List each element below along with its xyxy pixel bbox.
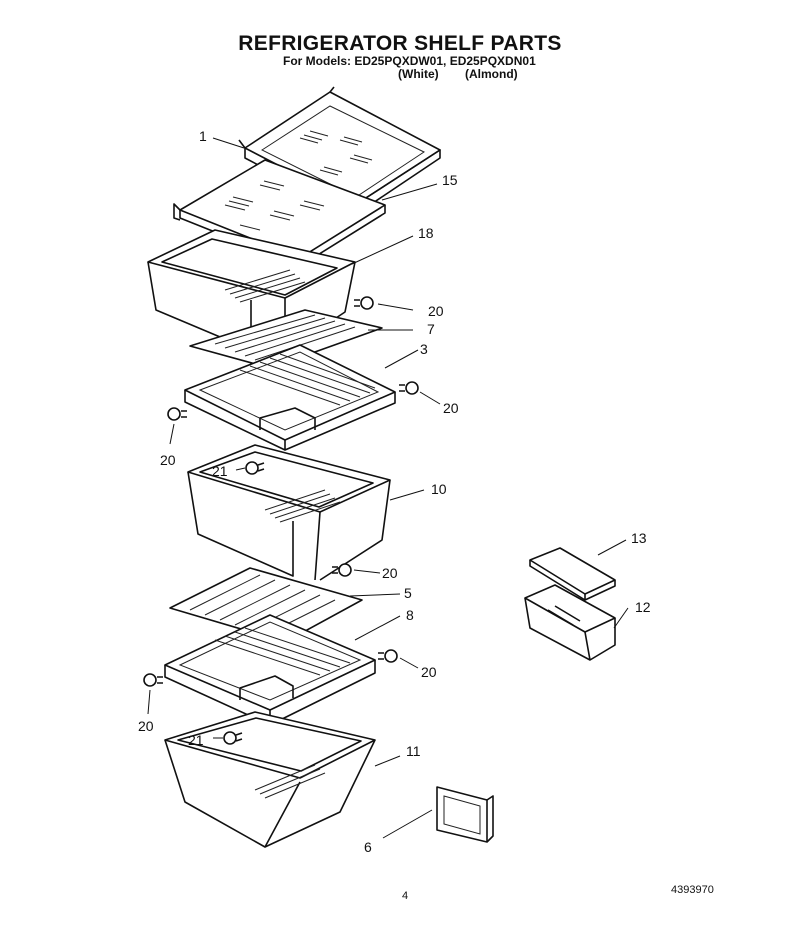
page-title: REFRIGERATOR SHELF PARTS: [238, 32, 562, 55]
callout-labels: 1 15 18 20 7 3 20 20 21 10 13 20 5 12 8 …: [138, 128, 651, 855]
part-3-cover-frame: [184, 344, 396, 459]
part-11-bottom-pan: [164, 711, 376, 848]
callout-1: 1: [199, 128, 207, 144]
callout-13: 13: [631, 530, 647, 546]
leader-lines: [147, 137, 629, 839]
callout-20f: 20: [138, 718, 154, 734]
part-21-clips: [223, 461, 265, 745]
callout-10: 10: [431, 481, 447, 497]
color-almond-label: (Almond): [465, 67, 518, 81]
callout-3: 3: [420, 341, 428, 357]
part-7-glass-insert: [189, 309, 383, 369]
page-number: 4: [402, 890, 409, 902]
models-line: For Models: ED25PQXDW01, ED25PQXDN01: [283, 54, 536, 68]
part-13-bin-lid: [529, 547, 616, 601]
part-6-insert: [436, 786, 494, 843]
callout-20d: 20: [382, 565, 398, 581]
callout-21b: 21: [188, 732, 204, 748]
callout-7: 7: [427, 321, 435, 337]
callout-20a: 20: [428, 303, 444, 319]
callout-20e: 20: [421, 664, 437, 680]
callout-20b: 20: [443, 400, 459, 416]
part-12-small-bin: [524, 584, 616, 661]
part-18-upper-pan: [147, 229, 356, 353]
part-20-clips: [143, 296, 419, 687]
color-white-label: (White): [398, 67, 439, 81]
callout-11: 11: [406, 743, 421, 759]
callout-21a: 21: [212, 463, 228, 479]
callout-12: 12: [635, 599, 651, 615]
part-10-middle-pan: [187, 444, 391, 581]
callout-5: 5: [404, 585, 412, 601]
callout-18: 18: [418, 225, 434, 241]
doc-number: 4393970: [671, 884, 714, 896]
part-8-cover-frame: [164, 614, 376, 726]
callout-6: 6: [364, 839, 372, 855]
callout-8: 8: [406, 607, 414, 623]
callout-20c: 20: [160, 452, 176, 468]
callout-15: 15: [442, 172, 458, 188]
